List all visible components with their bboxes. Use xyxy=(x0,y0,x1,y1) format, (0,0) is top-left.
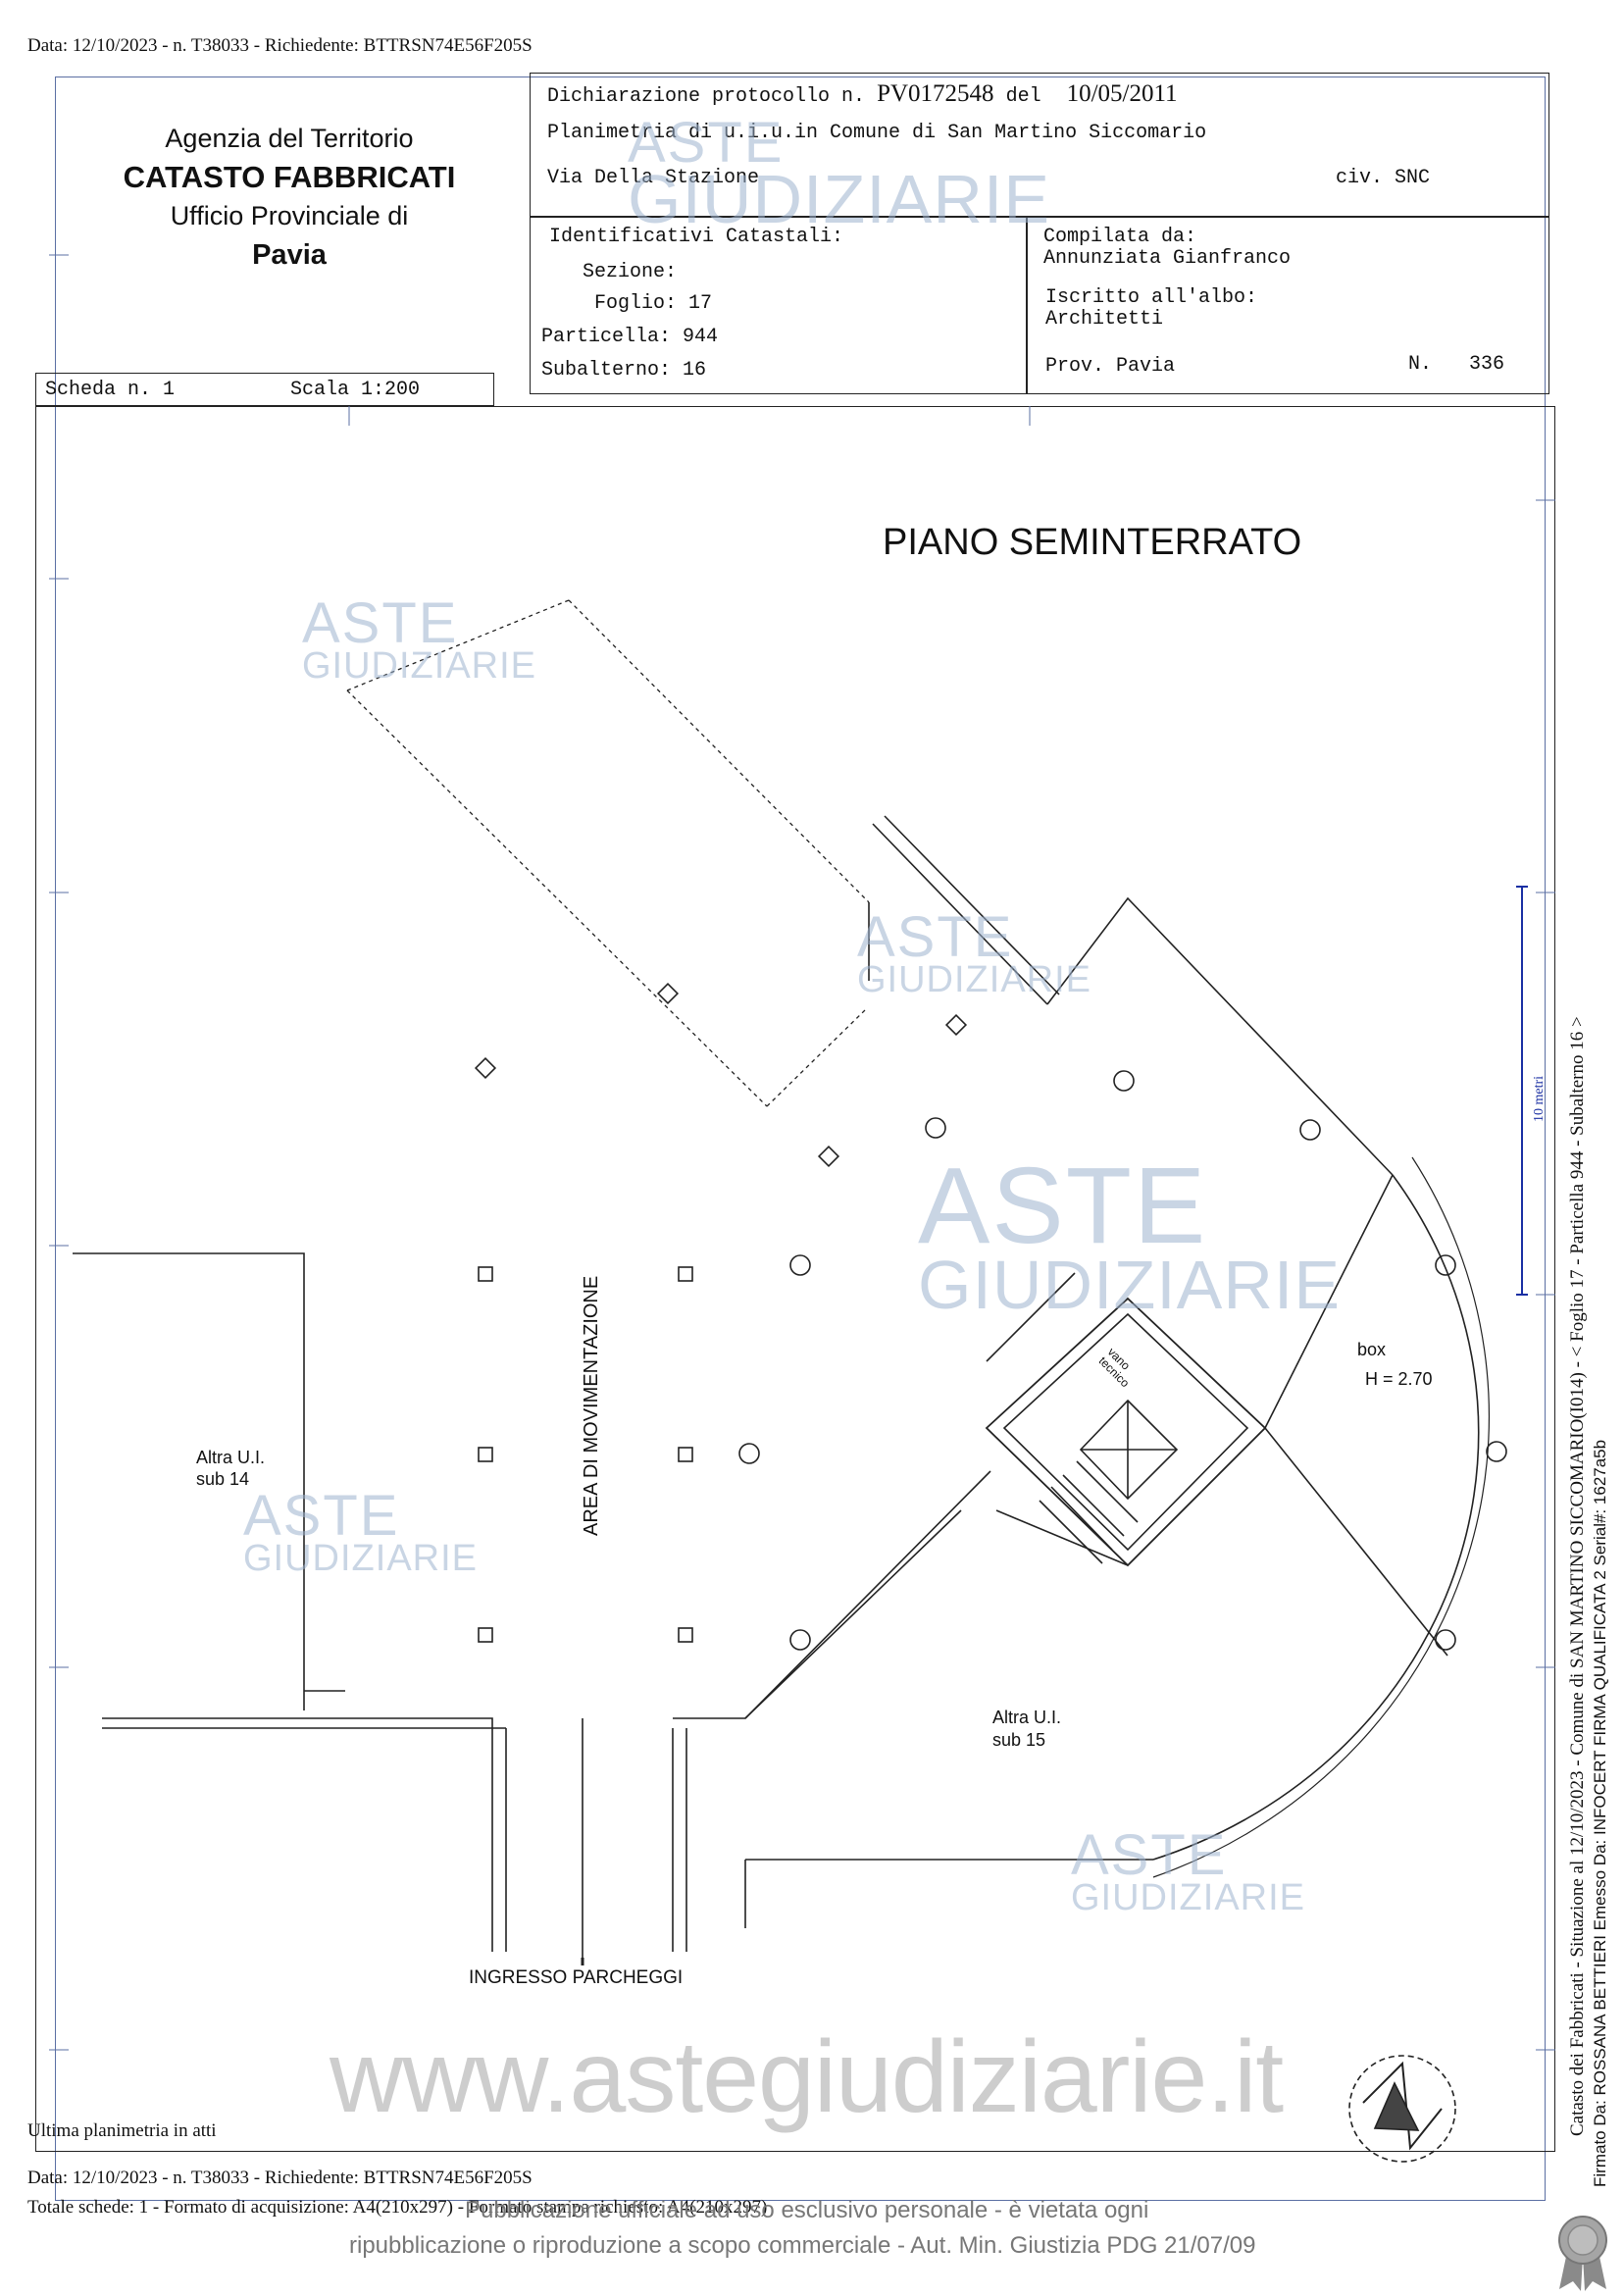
compilata-name: Annunziata Gianfranco xyxy=(1043,247,1292,270)
ramp-dashed xyxy=(346,599,870,1107)
outer-frame xyxy=(55,77,1546,2201)
stair-core xyxy=(985,1297,1267,1567)
north-arrow-icon xyxy=(1348,2055,1456,2163)
ufficio-label: Ufficio Provinciale di xyxy=(170,201,409,230)
via-line: Via Della Stazione xyxy=(547,167,760,189)
columns-diamond xyxy=(474,982,968,1168)
curved-wall xyxy=(1152,1174,1480,1861)
ultima-planimetria: Ultima planimetria in atti xyxy=(27,2120,217,2141)
side-situazione: Catasto dei Fabbricati - Situazione al 1… xyxy=(1567,1016,1588,2136)
pubblicazione-line2: ripubblicazione o riproduzione a scopo c… xyxy=(349,2232,1256,2259)
protocol-number: PV0172548 xyxy=(877,80,994,107)
scala-label: Scala 1:200 xyxy=(290,379,421,401)
prov-label: Prov. Pavia xyxy=(1045,355,1176,378)
side-firma: Firmato Da: ROSSANA BETTIERI Emesso Da: … xyxy=(1591,1439,1609,2187)
foglio-value: 17 xyxy=(688,292,713,315)
particella-line: Particella: 944 xyxy=(541,326,719,348)
agency-block: Agenzia del Territorio CATASTO FABBRICAT… xyxy=(59,124,520,272)
ingresso-label: INGRESSO PARCHEGGI xyxy=(469,1967,684,1988)
albo-label: Iscritto all'albo: xyxy=(1045,286,1258,309)
pubblicazione-line1: Pubblicazione ufficiale ad uso esclusivo… xyxy=(465,2197,1149,2223)
scheda-box xyxy=(35,373,494,406)
particella-value: 944 xyxy=(683,326,719,348)
ident-title: Identificativi Catastali: xyxy=(549,226,844,248)
main-outline xyxy=(1046,896,1394,1176)
subalterno-line: Subalterno: 16 xyxy=(541,359,707,382)
sub14-outline xyxy=(73,1252,305,1710)
header-box xyxy=(530,73,1549,218)
protocol-date: 10/05/2011 xyxy=(1066,80,1178,107)
totale-schede: Totale schede: 1 - Formato di acquisizio… xyxy=(27,2197,768,2218)
seal-badge-icon xyxy=(1558,2216,1607,2291)
top-meta: Data: 12/10/2023 - n. T38033 - Richieden… xyxy=(27,35,533,56)
civ-line: civ. SNC xyxy=(1336,167,1431,189)
scale-label: 10 metri xyxy=(1532,1075,1547,1122)
sezione-label: Sezione: xyxy=(583,261,678,283)
registration-number: N. 336 xyxy=(1408,353,1505,376)
sub14-label: Altra U.I. sub 14 xyxy=(196,1448,266,1489)
compilata-label: Compilata da: xyxy=(1043,226,1197,248)
catasto-title: CATASTO FABBRICATI xyxy=(123,160,456,194)
columns-round xyxy=(738,1070,1507,1651)
scheda-number: Scheda n. 1 xyxy=(45,379,176,401)
watermark-site: www.astegiudiziarie.it xyxy=(330,2020,1284,2134)
scale-bar xyxy=(1516,886,1528,1296)
compilata-box xyxy=(1026,216,1549,394)
drawing-frame xyxy=(35,406,1555,2152)
dichiarazione-line: Dichiarazione protocollo n. PV0172548 de… xyxy=(547,80,1178,108)
albo-value: Architetti xyxy=(1045,308,1164,331)
subalterno-value: 16 xyxy=(683,359,707,382)
height-label: H = 2.70 xyxy=(1365,1369,1433,1389)
planimetria-line: Planimetria di u.i.u.in Comune di San Ma… xyxy=(547,122,1207,144)
box-label: box xyxy=(1357,1340,1387,1359)
frame-ticks xyxy=(49,254,1555,2051)
bottom-meta: Data: 12/10/2023 - n. T38033 - Richieden… xyxy=(27,2168,533,2188)
agency-name: Agenzia del Territorio xyxy=(165,124,414,153)
ufficio-city: Pavia xyxy=(252,239,327,271)
plan-title: PIANO SEMINTERRATO xyxy=(883,522,1302,563)
area-movimentazione-label: AREA DI MOVIMENTAZIONE xyxy=(581,1275,602,1536)
foglio-line: Foglio: 17 xyxy=(594,292,713,315)
ident-box xyxy=(530,216,1028,394)
columns-square xyxy=(478,1266,693,1643)
sub15-label: Altra U.I. sub 15 xyxy=(992,1708,1062,1750)
